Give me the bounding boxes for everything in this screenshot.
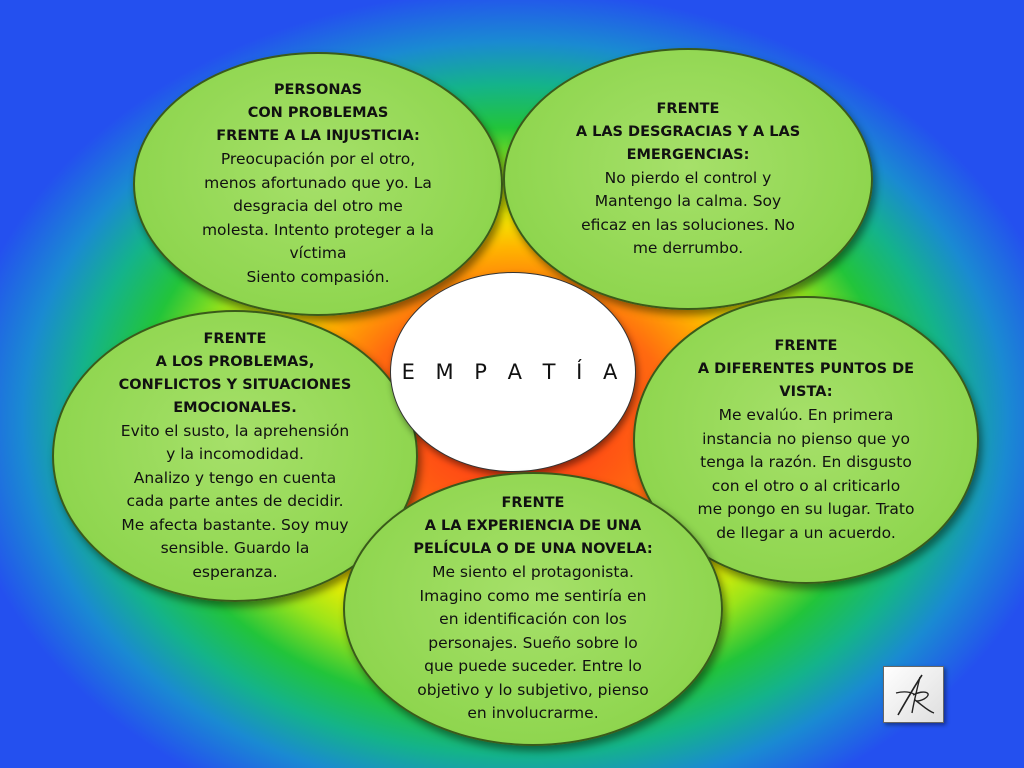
node-problemas: FRENTE A LOS PROBLEMAS, CONFLICTOS Y SIT… <box>52 310 418 602</box>
title-line: FRENTE <box>656 100 720 117</box>
title-line: FRENTE <box>501 495 565 512</box>
body-line: me derrumbo. <box>632 239 744 257</box>
node-pelicula-novela: FRENTE A LA EXPERIENCIA DE UNA PELÍCULA … <box>343 472 723 746</box>
body-line: tenga la razón. En disgusto <box>700 453 912 471</box>
node-body: Evito el susto, la aprehensión y la inco… <box>121 420 349 585</box>
body-line: Siento compasión. <box>246 267 390 286</box>
title-line: A DIFERENTES PUNTOS DE <box>697 361 915 377</box>
body-line: personajes. Sueño sobre lo <box>428 633 638 652</box>
node-title: FRENTE A LA EXPERIENCIA DE UNA PELÍCULA … <box>413 492 652 561</box>
body-line: objetivo y lo subjetivo, pienso <box>417 680 649 699</box>
node-title: FRENTE A LAS DESGRACIAS Y A LAS EMERGENC… <box>576 98 800 167</box>
title-line: PERSONAS <box>273 82 363 98</box>
body-line: desgracia del otro me <box>233 197 403 215</box>
body-line: Preocupación por el otro, <box>220 150 416 168</box>
title-line: CONFLICTOS Y SITUACIONES <box>118 376 352 393</box>
title-line: EMERGENCIAS: <box>626 146 750 163</box>
body-line: molesta. Intento proteger a la <box>201 220 435 239</box>
body-line: esperanza. <box>192 562 278 581</box>
body-line: Me siento el protagonista. <box>432 563 634 582</box>
node-body: Me siento el protagonista. Imagino como … <box>417 561 649 726</box>
body-line: No pierdo el control y <box>604 168 772 187</box>
body-line: y la incomodidad. <box>166 445 304 464</box>
title-line: A LOS PROBLEMAS, <box>155 353 315 370</box>
body-line: eficaz en las soluciones. No <box>581 215 795 234</box>
body-line: sensible. Guardo la <box>160 539 310 558</box>
title-line: FRENTE <box>203 330 267 347</box>
body-line: cada parte antes de decidir. <box>126 492 344 511</box>
title-line: FRENTE A LA INJUSTICIA: <box>216 128 420 144</box>
title-line: A LAS DESGRACIAS Y A LAS <box>575 123 801 140</box>
body-line: que puede suceder. Entre lo <box>424 657 642 676</box>
node-title: PERSONAS CON PROBLEMAS FRENTE A LA INJUS… <box>216 79 420 148</box>
body-line: instancia no pienso que yo <box>702 429 910 448</box>
body-line: Evito el susto, la aprehensión <box>120 421 350 440</box>
body-line: Analizo y tengo en cuenta <box>133 468 337 487</box>
body-line: Me afecta bastante. Soy muy <box>121 515 349 534</box>
node-body: No pierdo el control y Mantengo la calma… <box>581 167 795 261</box>
node-body: Me evalúo. En primera instancia no piens… <box>698 404 915 545</box>
body-line: Me evalúo. En primera <box>718 406 894 424</box>
body-line: Mantengo la calma. Soy <box>594 192 782 210</box>
title-line: A LA EXPERIENCIA DE UNA <box>424 518 642 535</box>
title-line: VISTA: <box>779 384 833 400</box>
node-title: FRENTE A LOS PROBLEMAS, CONFLICTOS Y SIT… <box>119 328 352 420</box>
center-node-empatia: E M P A T Í A <box>390 272 636 472</box>
body-line: con el otro o al criticarlo <box>711 476 901 495</box>
title-line: EMOCIONALES. <box>173 399 297 416</box>
body-line: menos afortunado que yo. La <box>204 173 432 192</box>
title-line: PELÍCULA O DE UNA NOVELA: <box>413 541 653 558</box>
signature-logo-icon <box>883 666 944 723</box>
body-line: víctima <box>289 244 347 262</box>
body-line: Imagino como me sentiría en <box>419 586 647 605</box>
node-title: FRENTE A DIFERENTES PUNTOS DE VISTA: <box>698 335 914 404</box>
title-line: FRENTE <box>774 338 838 354</box>
body-line: en identificación con los <box>439 610 627 629</box>
center-label: E M P A T Í A <box>401 360 625 384</box>
title-line: CON PROBLEMAS <box>247 105 389 121</box>
node-desgracias: FRENTE A LAS DESGRACIAS Y A LAS EMERGENC… <box>503 48 873 310</box>
body-line: me pongo en su lugar. Trato <box>697 500 915 518</box>
body-line: en involucrarme. <box>467 704 599 723</box>
node-injusticia: PERSONAS CON PROBLEMAS FRENTE A LA INJUS… <box>133 52 503 316</box>
node-body: Preocupación por el otro, menos afortuna… <box>202 148 434 289</box>
body-line: de llegar a un acuerdo. <box>716 523 896 542</box>
